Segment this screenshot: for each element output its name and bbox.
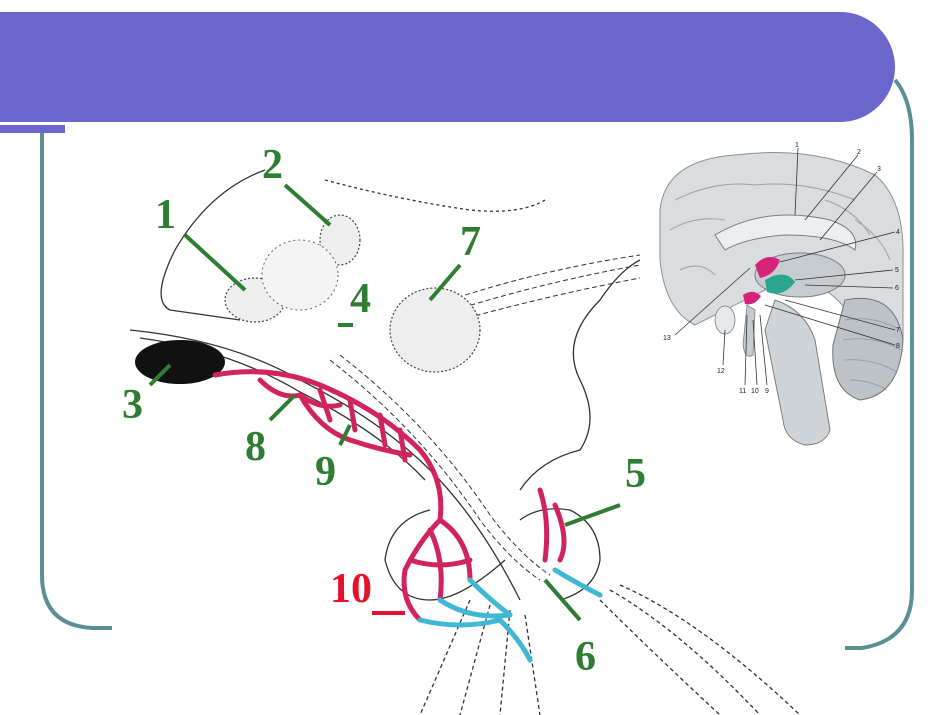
corpus-callosum	[714, 214, 857, 251]
brain-sagittal-figure: 1 2 3 4 5 6 7 8 9 10 11 12 13	[659, 142, 904, 446]
inset-label-13: 13	[663, 335, 671, 342]
inset-label-3: 3	[877, 166, 881, 173]
nucleus-cluster-7	[389, 287, 481, 373]
hypothalamus-highlight-magenta	[755, 256, 780, 278]
inset-label-5: 5	[895, 267, 899, 274]
label-9: 9	[315, 449, 336, 495]
gyri-lines	[669, 183, 891, 276]
nucleus-cluster-large	[261, 239, 339, 311]
label-4: 4	[350, 276, 371, 322]
label-5: 5	[625, 451, 646, 497]
nucleus-cluster-2	[319, 214, 361, 266]
hypothalamus-highlight-green	[765, 274, 795, 294]
frame-right-border	[845, 78, 914, 650]
inset-label-11: 11	[739, 388, 746, 395]
title-underline	[0, 125, 65, 133]
hypothalamus-highlight-magenta-2	[743, 291, 761, 305]
inset-label-1: 1	[795, 142, 799, 149]
cerebellum	[832, 297, 904, 401]
inset-label-4: 4	[896, 229, 900, 236]
nerve-fibre-bundle	[329, 254, 641, 581]
inset-leader-lines	[674, 147, 896, 386]
inset-label-2: 2	[857, 149, 861, 156]
pituitary-stalk	[742, 304, 756, 357]
black-body-3	[135, 340, 225, 384]
title-bar	[0, 12, 895, 122]
inset-label-7: 7	[896, 327, 900, 334]
brain-sagittal-inset: 1 2 3 4 5 6 7 8 9 10 11 12 13	[655, 140, 905, 455]
label-6: 6	[575, 634, 596, 680]
brainstem	[764, 299, 831, 446]
inset-label-10: 10	[751, 388, 759, 395]
inset-label-12: 12	[717, 368, 725, 375]
label-10: 10	[330, 566, 372, 612]
inset-label-6: 6	[895, 285, 899, 292]
optic-chiasm	[714, 305, 736, 335]
inset-label-9: 9	[765, 388, 769, 395]
label-7: 7	[460, 219, 481, 265]
label-2: 2	[262, 142, 283, 188]
frame-left-border	[40, 128, 112, 630]
label-3: 3	[122, 382, 143, 428]
label-1: 1	[155, 192, 176, 238]
portal-vessels	[212, 369, 567, 623]
cerebellum-folia	[842, 318, 902, 391]
label-8: 8	[245, 424, 266, 470]
label-leader-lines	[148, 183, 621, 622]
hypophyseal-veins	[417, 567, 603, 663]
inset-label-8: 8	[896, 343, 900, 350]
